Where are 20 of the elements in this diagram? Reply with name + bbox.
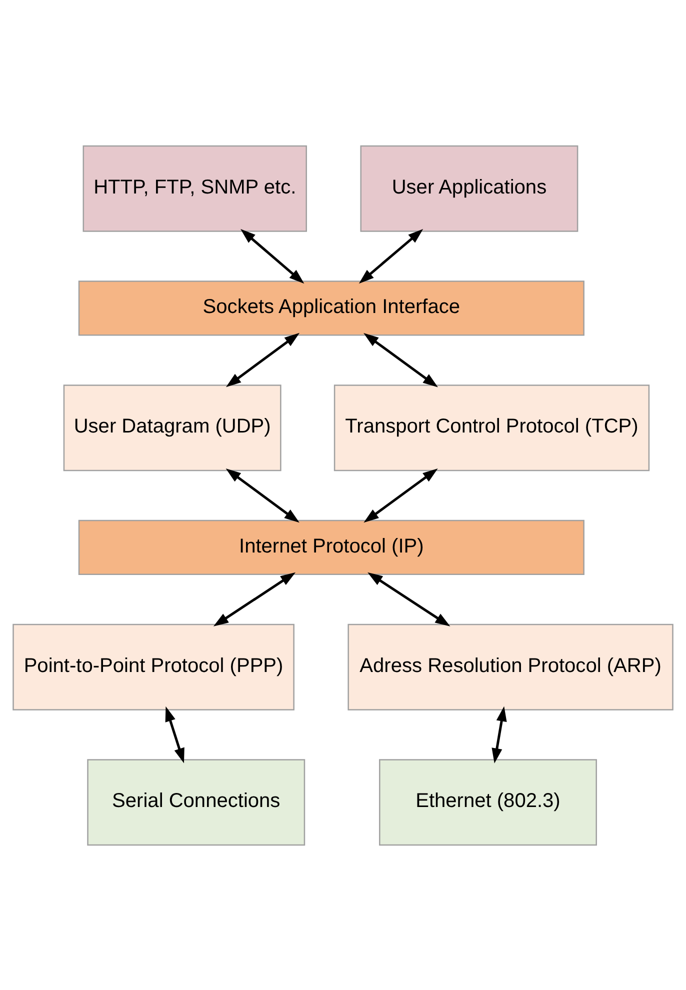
node-box: User Applications (360, 144, 578, 232)
node-box: Adress Resolution Protocol (ARP) (348, 623, 674, 710)
arrow (364, 332, 438, 387)
node-box: HTTP, FTP, SNMP etc. (82, 144, 307, 232)
arrow (213, 572, 296, 626)
arrow (226, 332, 300, 387)
arrow (358, 228, 424, 284)
arrow (368, 572, 450, 626)
node-box: Serial Connections (87, 758, 306, 846)
node-box: Sockets Application Interface (78, 280, 584, 336)
node-box: Internet Protocol (IP) (78, 519, 584, 575)
node-box: User Datagram (UDP) (63, 384, 282, 471)
arrow (226, 468, 300, 522)
node-box: Ethernet (802.3) (379, 758, 597, 846)
arrow (240, 228, 304, 284)
node-box: Point-to-Point Protocol (PPP) (12, 623, 294, 710)
arrow (165, 706, 184, 763)
arrow (492, 706, 507, 763)
arrow (364, 468, 438, 522)
node-box: Transport Control Protocol (TCP) (334, 384, 650, 471)
